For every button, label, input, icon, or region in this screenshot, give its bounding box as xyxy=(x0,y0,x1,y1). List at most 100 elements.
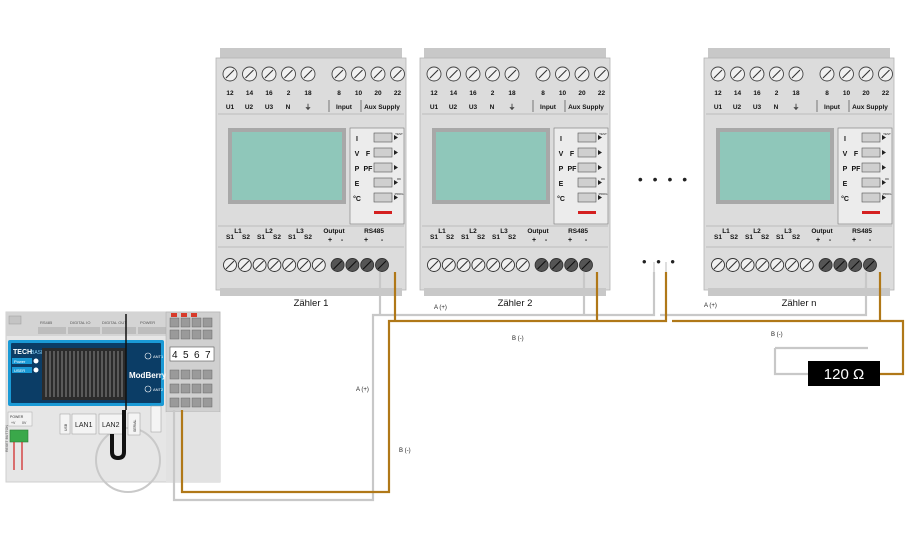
meter-button-panel xyxy=(349,127,405,225)
meter-screw-slot xyxy=(791,69,801,79)
meter-screw-slot xyxy=(348,260,357,270)
gateway-brand: TECH xyxy=(13,349,32,356)
meter-push-button[interactable] xyxy=(577,162,597,173)
meter-screw-slot xyxy=(225,260,235,270)
meter-screw-slot xyxy=(449,69,458,79)
lan1-port[interactable] xyxy=(71,413,97,435)
meter-bottom-label: S2 xyxy=(304,234,312,241)
lan1-label: LAN1 xyxy=(75,422,93,429)
wire-label-b-minus-1: B (-) xyxy=(512,336,524,342)
meter-screw-slot xyxy=(566,260,576,270)
meter-button-left-label: °C xyxy=(353,195,361,203)
meter-button-left-label: E xyxy=(843,181,848,188)
gateway-top-terminals xyxy=(8,315,166,334)
wire-label-b-minus-3: B (-) xyxy=(399,448,411,454)
gateway-port-label-rs485: RS485 xyxy=(40,320,53,325)
heatsink-fin xyxy=(93,351,95,397)
meter-button-small-label: OK xyxy=(885,177,889,181)
meter-screw-slot xyxy=(581,260,591,270)
meter-push-button[interactable] xyxy=(861,147,881,158)
gateway-terminal-screw xyxy=(180,383,191,394)
meter-screw-slot xyxy=(264,69,274,79)
meter-push-button[interactable] xyxy=(373,192,393,203)
heatsink-fin xyxy=(73,351,75,397)
terminal-number-7: 7 xyxy=(205,350,211,361)
meter-push-button[interactable] xyxy=(861,192,881,203)
meter-button-arrow-icon xyxy=(394,150,398,155)
meter-push-button[interactable] xyxy=(577,132,597,143)
meter-polarity-label: - xyxy=(869,237,872,244)
meter-push-button[interactable] xyxy=(577,192,597,203)
gateway-terminal-screw xyxy=(191,317,202,328)
meter-group-label: N xyxy=(286,104,291,111)
meter-button-arrow-icon xyxy=(882,150,886,155)
heatsink-fin xyxy=(105,351,107,397)
meter-push-button[interactable] xyxy=(577,177,597,188)
wire-label-b-minus-2: B (-) xyxy=(771,332,783,338)
meter-group-label: ⏚ xyxy=(305,103,312,111)
meter-button-left-label: V xyxy=(355,151,360,158)
meter-push-button[interactable] xyxy=(861,162,881,173)
meter-button-right-label: PF xyxy=(568,166,578,173)
meter-screw-slot xyxy=(393,69,402,79)
meter-button-arrow-icon xyxy=(598,150,602,155)
meter-bottom-label: L1 xyxy=(438,228,446,235)
meter-screw-slot xyxy=(752,69,762,79)
meter-button-small-label: OK xyxy=(601,177,605,181)
meter-screw-slot xyxy=(284,69,293,79)
meter-terminal-number: 14 xyxy=(734,90,742,97)
meter-button-left-label: P xyxy=(559,166,564,173)
meter-screw-slot xyxy=(429,260,439,270)
heatsink-fin xyxy=(77,351,79,397)
serial-port xyxy=(127,412,141,436)
meter-push-button[interactable] xyxy=(373,162,393,173)
meter-screw-slot xyxy=(733,69,742,79)
meter-push-button[interactable] xyxy=(577,147,597,158)
meter-button-arrow-icon xyxy=(882,165,886,170)
meter-push-button[interactable] xyxy=(373,132,393,143)
meter-group-label: Aux Supply xyxy=(568,104,604,111)
meter-terminal-number: 16 xyxy=(753,90,761,97)
meter-bottom-label: S2 xyxy=(273,234,281,241)
lan-cable xyxy=(110,410,126,461)
power-minus-label: 0V xyxy=(22,421,27,425)
meter-group-label: Input xyxy=(824,104,841,111)
meter-bottom-label: S2 xyxy=(242,234,250,241)
meter-push-button[interactable] xyxy=(373,147,393,158)
meter-bottom-label: S1 xyxy=(492,234,500,241)
meter-terminal-number: 12 xyxy=(714,90,722,97)
heatsink-fin xyxy=(97,351,99,397)
meter-terminal-number: 10 xyxy=(559,90,567,97)
meter-push-button[interactable] xyxy=(861,132,881,143)
meter-screw-slot xyxy=(802,260,812,270)
meter-terminal-number: 2 xyxy=(775,90,779,97)
gateway-terminal-screw xyxy=(180,317,191,328)
power-terminal-green xyxy=(9,429,29,443)
meter-status-led xyxy=(374,211,392,214)
meter-name: Zähler n xyxy=(782,298,817,309)
meter-group-label: Input xyxy=(336,104,353,111)
gateway-terminal-screw xyxy=(191,383,202,394)
meter-bottom-label: L3 xyxy=(784,228,792,235)
meter-bottom-label: S2 xyxy=(792,234,800,241)
meter-push-button[interactable] xyxy=(861,177,881,188)
meter-polarity-label: + xyxy=(816,237,820,244)
meter-lcd-display xyxy=(720,132,830,200)
meter-screw-slot xyxy=(333,260,342,270)
meter-screw-slot xyxy=(842,69,851,79)
led-power-icon xyxy=(33,358,39,364)
meter-top-cap xyxy=(220,48,402,60)
meter-bottom-label: L2 xyxy=(753,228,761,235)
meter-terminal-number: 20 xyxy=(374,90,382,97)
meter-bottom-label: S1 xyxy=(745,234,753,241)
heatsink-fin xyxy=(69,351,71,397)
meter-push-button[interactable] xyxy=(373,177,393,188)
meter-button-arrow-icon xyxy=(394,165,398,170)
heatsink-fin xyxy=(53,351,55,397)
meter-bottom-label: S2 xyxy=(761,234,769,241)
ant1-connector-icon xyxy=(144,352,152,360)
meter-screw-slot xyxy=(728,260,738,270)
meter-name: Zähler 1 xyxy=(294,298,329,309)
